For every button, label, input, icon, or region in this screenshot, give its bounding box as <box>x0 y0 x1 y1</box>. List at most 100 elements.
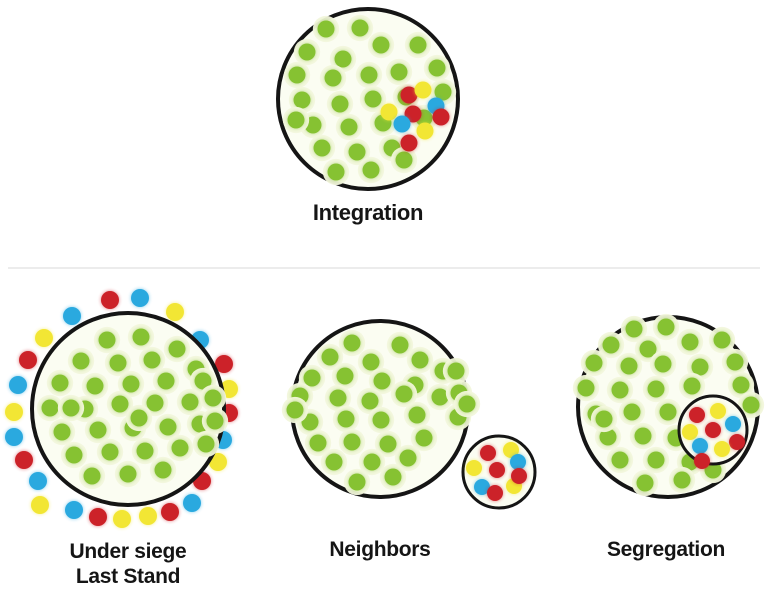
green-dot <box>404 31 432 59</box>
green-dot <box>282 106 310 134</box>
panel-segregation <box>572 313 765 499</box>
ring-dot-yellow <box>138 506 158 526</box>
green-dot <box>708 326 736 354</box>
ring-dot-yellow <box>34 328 54 348</box>
green-dot <box>335 113 363 141</box>
green-dot <box>631 469 659 497</box>
green-dot <box>346 14 374 42</box>
ring-dot-blue <box>64 500 84 520</box>
green-dot <box>176 388 204 416</box>
green-dot <box>453 390 481 418</box>
green-dot <box>332 405 360 433</box>
green-dot <box>597 331 625 359</box>
green-dot <box>368 367 396 395</box>
green-dot <box>57 394 85 422</box>
green-dot <box>442 357 470 385</box>
green-dot <box>357 156 385 184</box>
enclave-dot-red <box>688 406 706 424</box>
green-dot <box>96 438 124 466</box>
green-dot <box>281 396 309 424</box>
green-dot <box>403 401 431 429</box>
green-dot <box>390 380 418 408</box>
neighbor-dot-red <box>510 467 528 485</box>
green-dot <box>46 369 74 397</box>
panel-label-integration: Integration <box>313 200 423 225</box>
green-dot <box>606 446 634 474</box>
green-dot <box>652 313 680 341</box>
green-dot <box>154 413 182 441</box>
green-dot <box>78 462 106 490</box>
green-dot <box>81 372 109 400</box>
green-dot <box>36 394 64 422</box>
neighbor-dot-blue <box>473 478 491 496</box>
ring-dot-blue <box>8 375 28 395</box>
ring-dot-yellow <box>30 495 50 515</box>
minority-dot-yellow <box>414 81 432 99</box>
green-dot <box>618 398 646 426</box>
green-dot <box>374 430 402 458</box>
green-dot <box>67 347 95 375</box>
panel-neighbors <box>281 319 537 510</box>
green-dot <box>385 58 413 86</box>
green-dot <box>615 352 643 380</box>
enclave-dot-red <box>704 421 722 439</box>
green-dot <box>580 349 608 377</box>
enclave-dot-yellow <box>709 402 727 420</box>
enclave-dot-red <box>693 452 711 470</box>
green-dot <box>721 348 749 376</box>
ring-dot-yellow <box>4 402 24 422</box>
green-dot <box>590 405 618 433</box>
green-dot <box>727 371 755 399</box>
green-dot <box>620 315 648 343</box>
green-dot <box>199 384 227 412</box>
green-dot <box>676 328 704 356</box>
green-dot <box>312 15 340 43</box>
green-dot <box>127 323 155 351</box>
green-dot <box>606 376 634 404</box>
green-dot <box>358 448 386 476</box>
green-dot <box>141 389 169 417</box>
green-dot <box>642 446 670 474</box>
green-dot <box>410 424 438 452</box>
panel-label-under-siege: Under siege <box>70 540 187 563</box>
enclave-dot-blue <box>691 437 709 455</box>
minority-dot-red <box>400 86 418 104</box>
ring-dot-blue <box>28 471 48 491</box>
green-dot <box>293 38 321 66</box>
green-dot <box>48 418 76 446</box>
green-dot <box>343 468 371 496</box>
ring-dot-blue <box>182 493 202 513</box>
panel-label-neighbors: Neighbors <box>329 538 430 561</box>
neighbor-dot-red <box>479 444 497 462</box>
green-dot <box>166 434 194 462</box>
minority-dot-red <box>400 134 418 152</box>
green-dot <box>423 54 451 82</box>
ring-dot-yellow <box>112 509 132 529</box>
ring-dot-blue <box>130 288 150 308</box>
ring-dot-blue <box>62 306 82 326</box>
green-dot <box>106 390 134 418</box>
green-dot <box>288 86 316 114</box>
green-dot <box>114 460 142 488</box>
green-dot <box>93 326 121 354</box>
green-dot <box>304 429 332 457</box>
ring-dot-red <box>214 354 234 374</box>
green-dot <box>426 383 454 411</box>
green-dot <box>572 374 600 402</box>
ring-dot-red <box>14 450 34 470</box>
green-dot <box>104 349 132 377</box>
ring-dot-blue <box>4 427 24 447</box>
neighbor-dot-red <box>486 484 504 502</box>
green-dot <box>338 329 366 357</box>
green-dot <box>324 384 352 412</box>
green-dot <box>642 375 670 403</box>
green-dot <box>320 448 348 476</box>
green-dot <box>201 407 229 435</box>
panel-integration <box>276 7 460 191</box>
enclave-dot-yellow <box>681 423 699 441</box>
minority-dot-blue <box>393 115 411 133</box>
neighbor-dot-blue <box>509 453 527 471</box>
